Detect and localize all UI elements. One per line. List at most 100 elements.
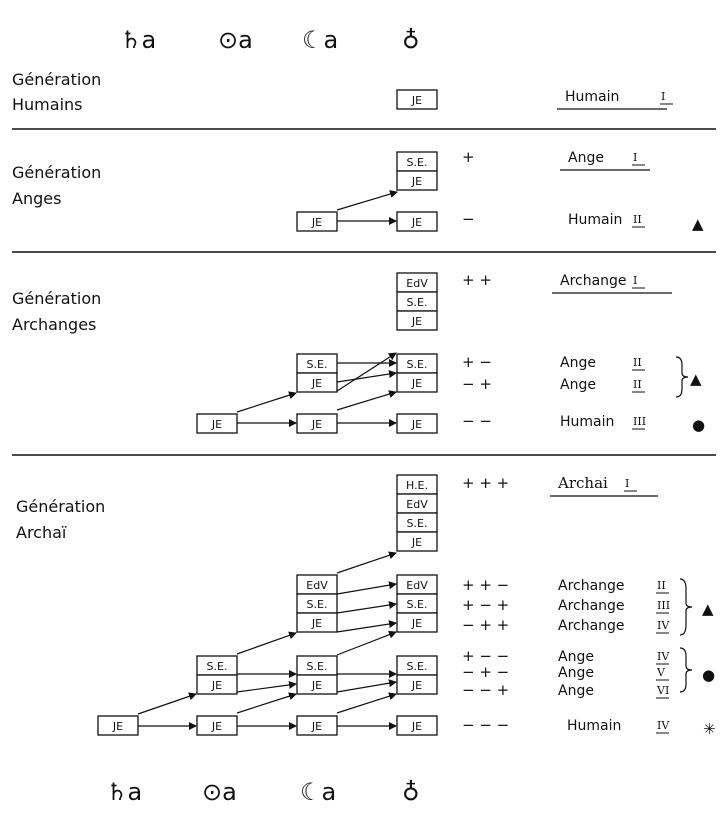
- group-marker: ▲: [692, 215, 704, 233]
- je-box-label: JE: [311, 216, 322, 229]
- arrow: [236, 391, 297, 413]
- se-box: S.E.: [296, 353, 338, 374]
- being-label: Humain: [567, 718, 621, 734]
- braces: [675, 356, 693, 693]
- edv-box-label: EdV: [406, 277, 428, 290]
- sign-sequence: +: [462, 148, 475, 166]
- arrow: [236, 631, 297, 655]
- je-box-label: JE: [411, 720, 422, 733]
- roman-numeral: IV: [657, 719, 670, 732]
- roman-numeral: II: [633, 378, 642, 391]
- arrow: [336, 370, 397, 383]
- se-box-label: S.E.: [307, 358, 328, 371]
- being-label: Ange: [558, 649, 594, 665]
- je-box: JE: [396, 531, 438, 552]
- je-box: JE: [396, 674, 438, 695]
- se-box: S.E.: [396, 151, 438, 172]
- se-box-label: S.E.: [207, 660, 228, 673]
- je-box: JE: [396, 310, 438, 331]
- title-archanges-line1: Génération: [12, 289, 101, 308]
- edv-box-label: EdV: [406, 579, 428, 592]
- arrow: [137, 692, 197, 715]
- brace-archanges-anges: [675, 356, 689, 398]
- being-label: Humain: [565, 89, 619, 105]
- group-marker: ●: [702, 666, 715, 684]
- sign-sequence: + + −: [462, 576, 509, 594]
- roman-numeral: II: [657, 579, 666, 592]
- roman-numeral: IV: [657, 619, 670, 632]
- roman-numeral: III: [633, 415, 646, 428]
- being-label: Ange: [560, 377, 596, 393]
- edv-box: EdV: [396, 272, 438, 293]
- being-label: Ange: [558, 665, 594, 681]
- moon-symbol-bottom: ☾a: [300, 778, 336, 806]
- je-box-label: JE: [411, 617, 422, 630]
- arrow: [336, 620, 397, 633]
- group-marker: ▲: [690, 370, 702, 388]
- sign-sequence: − + +: [462, 616, 509, 634]
- je-box-label: JE: [211, 720, 222, 733]
- result-row: − + Ange II: [462, 375, 645, 393]
- sun-symbol-top: ⊙a: [218, 26, 253, 54]
- he-box-label: H.E.: [406, 479, 428, 492]
- roman-numeral: I: [633, 274, 637, 287]
- saturn-symbol-top: ♄a: [120, 26, 156, 54]
- je-box-label: JE: [311, 418, 322, 431]
- se-box: S.E.: [396, 593, 438, 614]
- je-box-label: JE: [411, 418, 422, 431]
- sign-sequence: − +: [462, 375, 492, 393]
- roman-numeral: I: [633, 151, 637, 164]
- title-humains-line1: Génération: [12, 70, 101, 89]
- je-box-label: JE: [211, 679, 222, 692]
- sun-symbol-bottom: ⊙a: [202, 778, 237, 806]
- title-archai-line1: Génération: [16, 497, 105, 516]
- being-label: Archai: [557, 474, 608, 492]
- je-box-label: JE: [411, 377, 422, 390]
- je-box: JE: [196, 413, 238, 434]
- je-box: JE: [296, 612, 338, 633]
- roman-numeral: II: [633, 213, 642, 226]
- sign-sequence: − −: [462, 412, 492, 430]
- je-box: JE: [296, 372, 338, 393]
- se-box: S.E.: [196, 655, 238, 676]
- je-box: JE: [196, 674, 238, 695]
- brace-archai-archanges: [679, 578, 693, 636]
- je-box: JE: [396, 211, 438, 232]
- being-label: Archange: [558, 598, 625, 614]
- group-marker: ▲: [702, 600, 714, 618]
- title-archai-line2: Archaï: [16, 523, 67, 542]
- result-row: − − − Humain IV: [462, 716, 670, 734]
- je-box-label: JE: [411, 679, 422, 692]
- edv-box: EdV: [396, 493, 438, 514]
- arrows: [137, 190, 398, 730]
- se-box-label: S.E.: [407, 598, 428, 611]
- je-box-label: JE: [411, 536, 422, 549]
- roman-numeral: I: [625, 477, 629, 490]
- he-box: H.E.: [396, 474, 438, 495]
- being-label: Archange: [560, 273, 627, 289]
- se-box-label: S.E.: [407, 358, 428, 371]
- edv-box: EdV: [396, 574, 438, 595]
- group-marker: ●: [692, 416, 705, 434]
- sign-sequence: − − −: [462, 716, 509, 734]
- je-box-label: JE: [411, 175, 422, 188]
- je-box: JE: [396, 372, 438, 393]
- being-label: Ange: [558, 683, 594, 699]
- group-marker: ✳: [703, 720, 716, 738]
- je-box: JE: [396, 612, 438, 633]
- sign-sequence: − + −: [462, 663, 509, 681]
- roman-numeral: III: [657, 599, 670, 612]
- je-box-label: JE: [411, 94, 422, 107]
- sign-sequence: + −: [462, 353, 492, 371]
- se-box: S.E.: [396, 353, 438, 374]
